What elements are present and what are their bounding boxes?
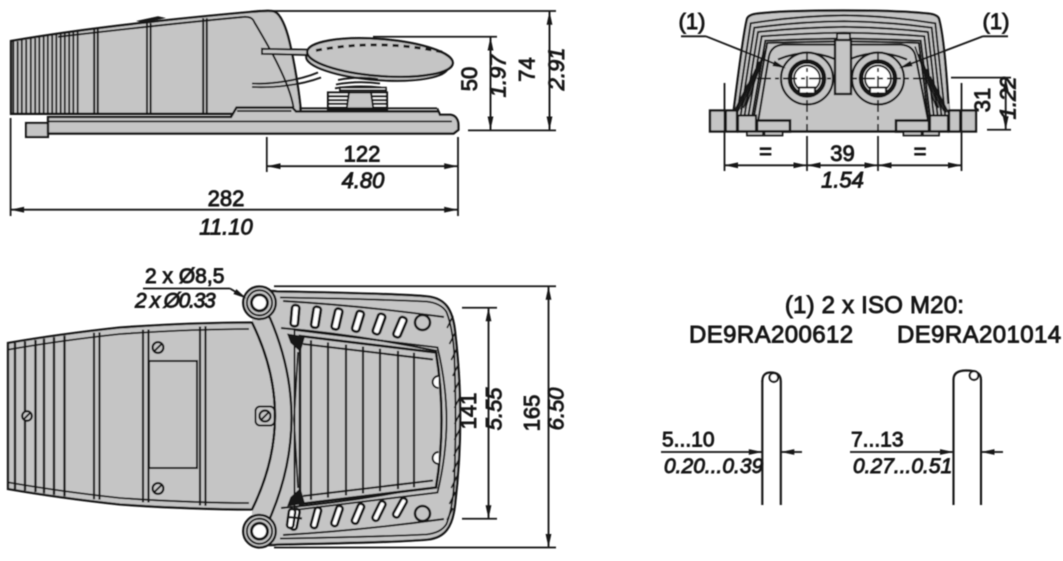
svg-text:122: 122: [344, 142, 381, 167]
svg-text:2 x Ø8,5: 2 x Ø8,5: [145, 265, 224, 288]
svg-text:0.20...0.39: 0.20...0.39: [664, 455, 764, 478]
svg-text:282: 282: [208, 186, 245, 211]
svg-text:6.50: 6.50: [544, 387, 569, 431]
svg-text:1.54: 1.54: [821, 168, 864, 193]
svg-text:(1): (1): [679, 9, 706, 34]
svg-text:1.22: 1.22: [996, 77, 1021, 120]
svg-text:31: 31: [970, 88, 995, 112]
svg-text:=: =: [914, 139, 927, 164]
svg-text:5...10: 5...10: [662, 429, 715, 452]
svg-text:11.10: 11.10: [199, 215, 253, 240]
svg-text:2.91: 2.91: [544, 48, 569, 92]
svg-text:=: =: [759, 139, 772, 164]
svg-text:(1) 2 x ISO M20:: (1) 2 x ISO M20:: [785, 292, 964, 319]
svg-text:0.27...0.51: 0.27...0.51: [853, 455, 952, 478]
svg-text:74: 74: [515, 57, 540, 81]
svg-text:2 x Ø0.33: 2 x Ø0.33: [134, 290, 216, 313]
svg-text:1.97: 1.97: [486, 54, 511, 98]
svg-text:50: 50: [457, 67, 482, 91]
svg-text:DE9RA201014: DE9RA201014: [897, 322, 1062, 349]
svg-text:DE9RA200612: DE9RA200612: [689, 322, 854, 349]
svg-text:39: 39: [830, 141, 854, 166]
svg-text:5.55: 5.55: [482, 387, 507, 431]
svg-text:(1): (1): [983, 9, 1010, 34]
svg-text:7...13: 7...13: [851, 429, 904, 452]
svg-text:141: 141: [456, 393, 481, 430]
svg-text:165: 165: [520, 395, 545, 432]
svg-text:4.80: 4.80: [342, 168, 386, 193]
